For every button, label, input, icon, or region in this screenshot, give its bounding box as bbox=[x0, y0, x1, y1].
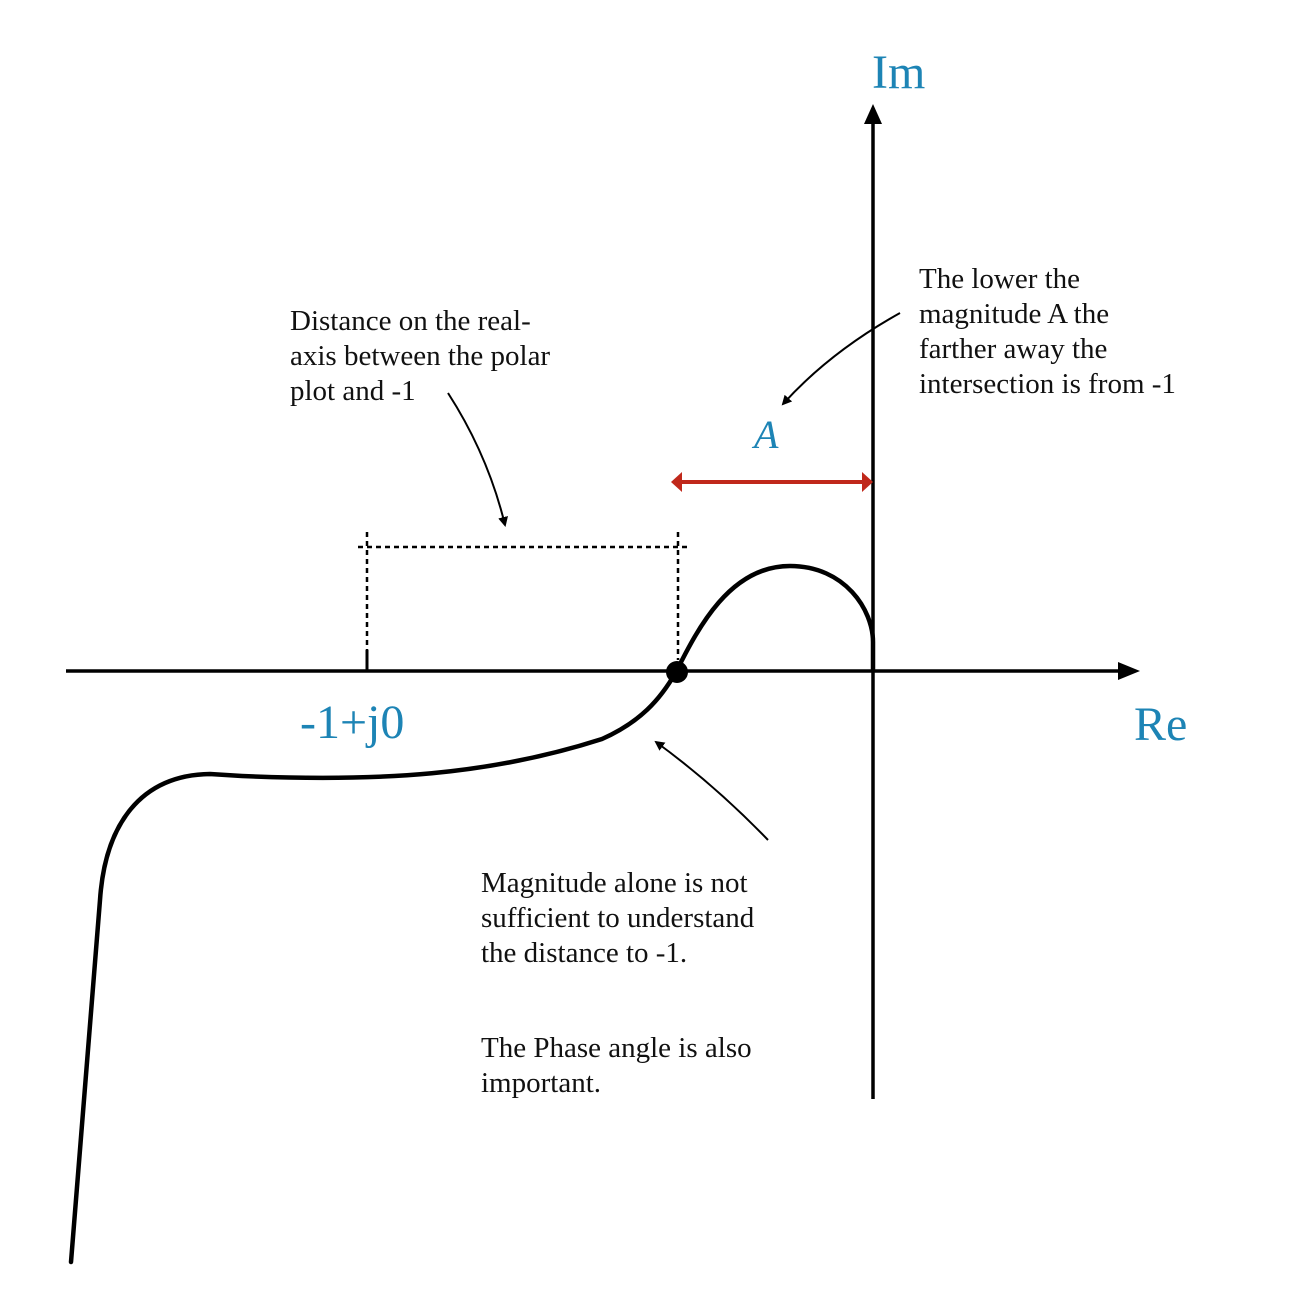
intersection-point bbox=[666, 661, 688, 683]
phase-annotation-line-5: important. bbox=[481, 1067, 601, 1099]
distance-annotation-line-3: plot and -1 bbox=[290, 375, 416, 407]
magnitude-annotation-line-1: The lower the bbox=[919, 263, 1080, 295]
magnitude-segment-left-tip bbox=[671, 472, 682, 492]
phase-annotation-line-2: sufficient to understand bbox=[481, 902, 755, 934]
distance-arrow bbox=[447, 392, 508, 527]
magnitude-annotation-line-2: magnitude A the bbox=[919, 298, 1109, 330]
distance-annotation-line-1: Distance on the real- bbox=[290, 305, 531, 337]
critical-point-label: -1+j0 bbox=[300, 696, 404, 749]
phase-annotation: Magnitude alone is not sufficient to und… bbox=[481, 867, 755, 1099]
magnitude-segment-right-tip bbox=[862, 472, 873, 492]
magnitude-annotation-line-4: intersection is from -1 bbox=[919, 368, 1176, 400]
magnitude-annotation-line-3: farther away the bbox=[919, 333, 1107, 365]
distance-annotation: Distance on the real- axis between the p… bbox=[290, 305, 550, 407]
imaginary-axis-label: Im bbox=[872, 46, 925, 99]
phase-annotation-line-1: Magnitude alone is not bbox=[481, 867, 748, 899]
distance-annotation-line-2: axis between the polar bbox=[290, 340, 550, 372]
magnitude-arrow bbox=[781, 312, 901, 406]
polar-plot-curve bbox=[68, 563, 876, 1265]
imaginary-axis-arrowhead bbox=[864, 104, 882, 124]
phase-annotation-line-4: The Phase angle is also bbox=[481, 1032, 752, 1064]
real-axis-arrowhead bbox=[1118, 662, 1140, 680]
real-axis-label: Re bbox=[1134, 698, 1187, 751]
phase-annotation-line-3: the distance to -1. bbox=[481, 937, 687, 969]
magnitude-annotation: The lower the magnitude A the farther aw… bbox=[919, 263, 1176, 400]
magnitude-label: A bbox=[751, 412, 779, 457]
phase-arrow bbox=[654, 740, 769, 841]
